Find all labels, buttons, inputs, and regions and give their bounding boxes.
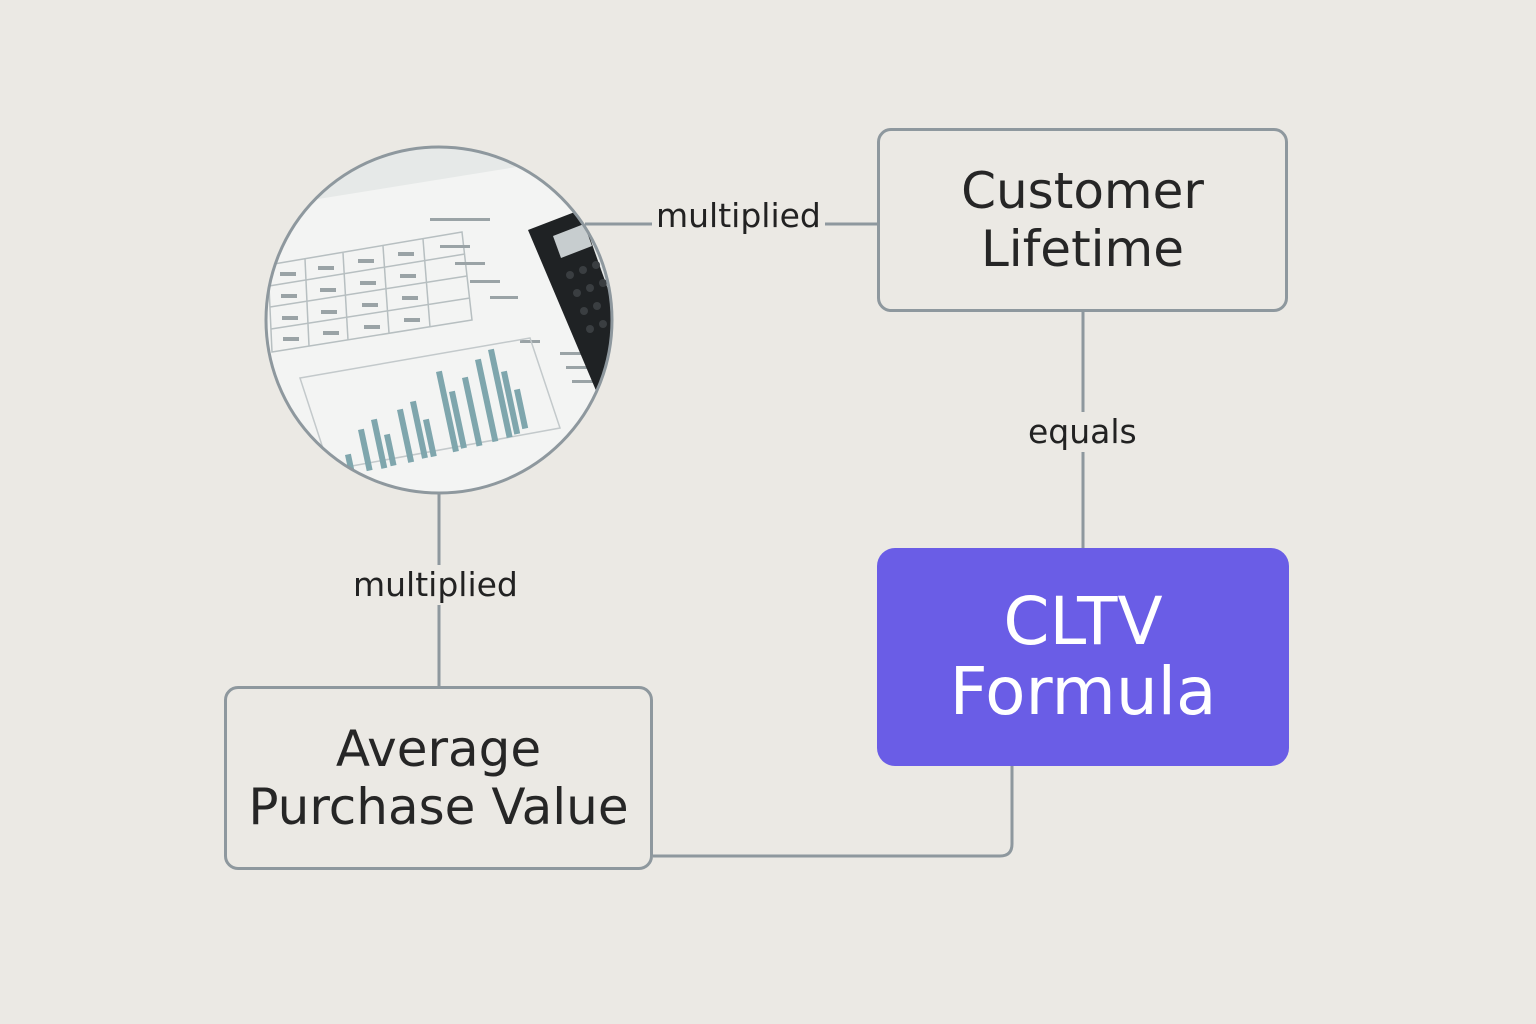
spreadsheet-calculator-photo-icon bbox=[264, 145, 614, 495]
customer-lifetime-line1: Customer bbox=[961, 162, 1204, 220]
customer-lifetime-line2: Lifetime bbox=[980, 220, 1185, 278]
cltv-formula-line2: Formula bbox=[949, 653, 1217, 730]
average-purchase-line2: Purchase Value bbox=[248, 778, 629, 836]
average-purchase-value-node: Average Purchase Value bbox=[224, 686, 653, 870]
connector-average-purchase-cltv bbox=[653, 766, 1014, 858]
customer-lifetime-node: Customer Lifetime bbox=[877, 128, 1288, 312]
edge-label-equals: equals bbox=[1024, 412, 1141, 452]
cltv-formula-line1: CLTV bbox=[1003, 583, 1163, 660]
average-purchase-line1: Average bbox=[335, 720, 542, 778]
cltv-formula-node: CLTV Formula bbox=[877, 548, 1289, 766]
edge-label-multiplied-top: multiplied bbox=[652, 196, 825, 236]
calculator-icon bbox=[528, 210, 612, 400]
edge-label-multiplied-left: multiplied bbox=[349, 565, 522, 605]
